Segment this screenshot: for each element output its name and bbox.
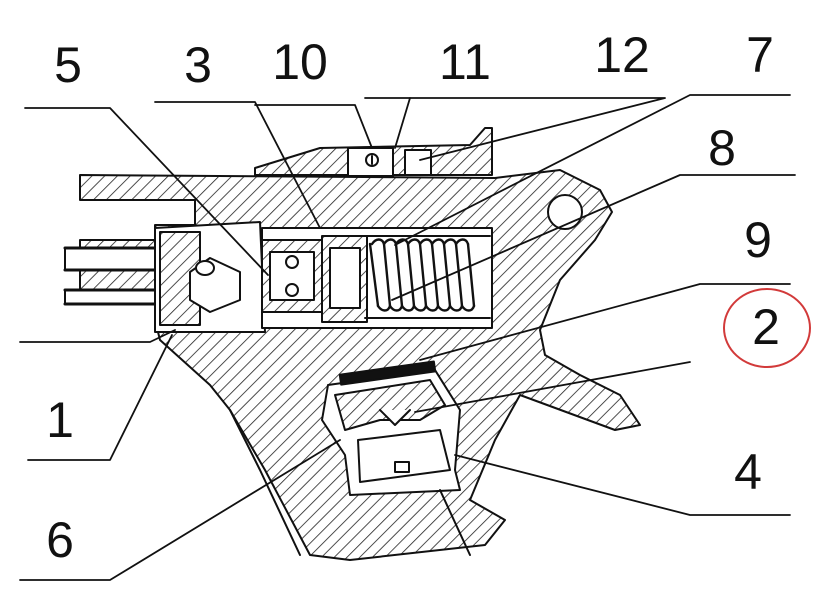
- mounting-hole: [547, 194, 583, 230]
- leader-lines: [19, 94, 796, 581]
- label-7: 7: [746, 27, 774, 83]
- label-10: 10: [272, 34, 328, 90]
- label-9: 9: [744, 212, 772, 268]
- label-1: 1: [46, 392, 74, 448]
- label-2: 2: [752, 299, 780, 355]
- label-3: 3: [184, 37, 212, 93]
- label-6: 6: [46, 512, 74, 568]
- spring: [368, 238, 476, 312]
- label-12: 12: [594, 27, 650, 83]
- highlight-circle: [723, 288, 811, 368]
- label-5: 5: [54, 37, 82, 93]
- label-11: 11: [439, 34, 491, 90]
- label-8: 8: [708, 120, 736, 176]
- label-4: 4: [734, 444, 762, 500]
